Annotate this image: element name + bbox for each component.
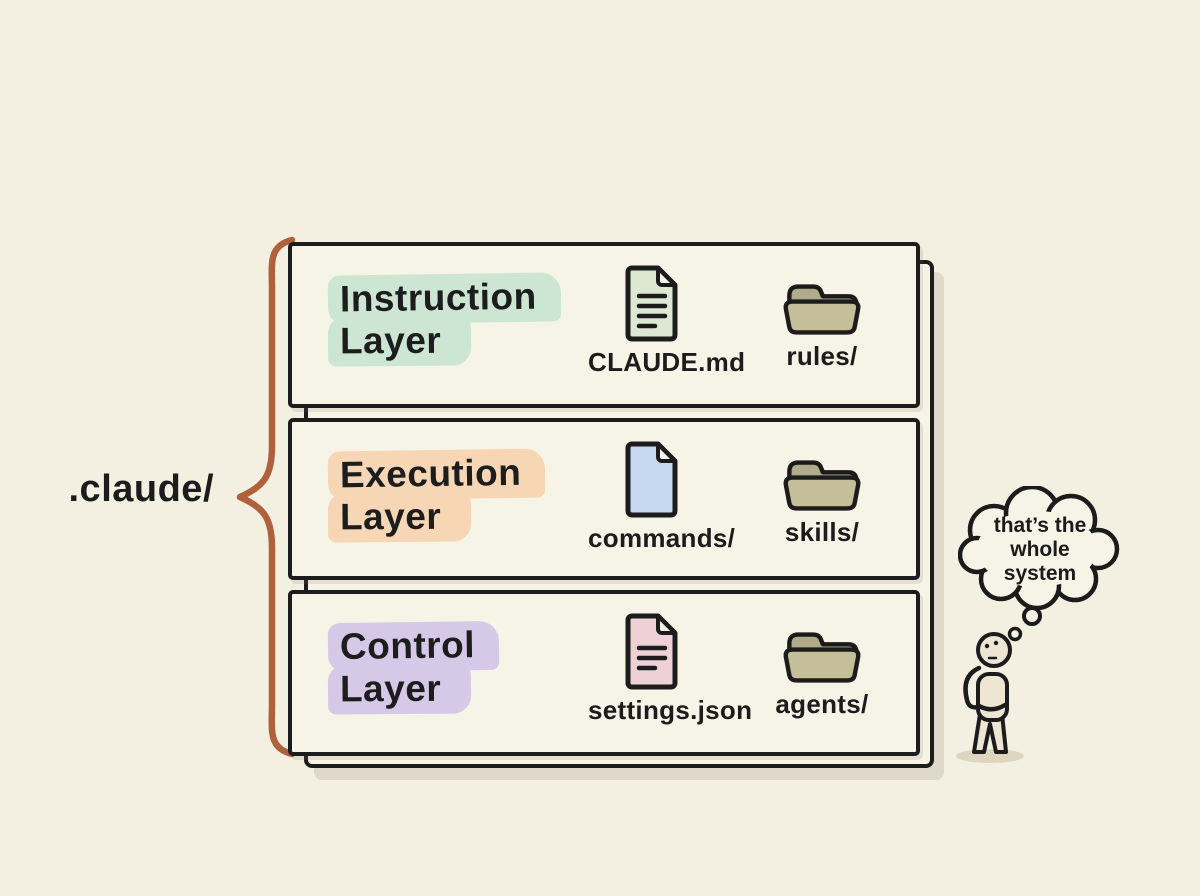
- control-layer-box: Control Layer settings.json agents/: [288, 590, 920, 756]
- thought-bubble: that’s the whole system: [957, 484, 1122, 614]
- document-icon: [625, 441, 678, 518]
- thought-bubble-cloud-icon: [957, 484, 1120, 611]
- folder-icon: [783, 632, 861, 683]
- claude-md-item: CLAUDE.md: [588, 264, 746, 378]
- folder-label: rules/: [786, 341, 858, 371]
- control-layer-title: Control Layer: [327, 620, 500, 715]
- thinking-person-figure: [956, 632, 1024, 763]
- commands-item: commands/: [588, 440, 736, 554]
- execution-layer-title: Execution Layer: [327, 448, 546, 543]
- skills-folder-item: skills/: [756, 440, 888, 548]
- bubble-line: that’s the: [993, 514, 1087, 538]
- document-icon: [625, 613, 678, 690]
- file-label: CLAUDE.md: [588, 347, 746, 377]
- root-directory-label: .claude/: [68, 468, 214, 510]
- layer-title-line: Layer: [327, 316, 472, 367]
- agents-folder-item: agents/: [756, 612, 888, 720]
- bubble-line: whole: [1010, 538, 1070, 562]
- execution-layer-box: Execution Layer commands/ skills/: [288, 418, 920, 580]
- settings-json-item: settings.json: [588, 612, 753, 726]
- thought-bubble-text: that’s the whole system: [958, 494, 1122, 606]
- instruction-layer-title: Instruction Layer: [327, 272, 562, 367]
- document-icon: [625, 265, 678, 342]
- thought-trail-icon: [1007, 606, 1042, 642]
- instruction-layer-box: Instruction Layer CLAUDE.md: [288, 242, 920, 408]
- file-label: settings.json: [588, 695, 753, 725]
- folder-label: skills/: [784, 517, 860, 547]
- folder-icon: [783, 460, 861, 511]
- layer-title-line: Layer: [327, 664, 472, 715]
- file-label: commands/: [588, 523, 736, 553]
- bubble-line: system: [1003, 561, 1077, 585]
- folder-label: agents/: [775, 689, 869, 719]
- rules-folder-item: rules/: [756, 264, 888, 372]
- layer-title-line: Layer: [327, 492, 472, 543]
- brace-icon: [236, 236, 296, 758]
- folder-icon: [783, 284, 861, 335]
